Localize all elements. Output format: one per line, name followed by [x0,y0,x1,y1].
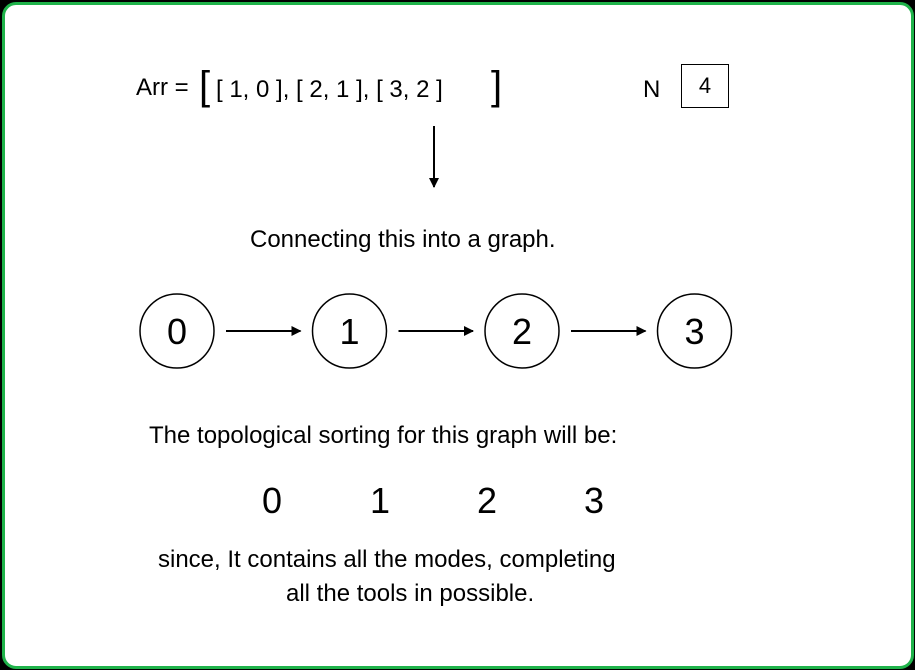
graph-caption: Connecting this into a graph. [250,226,556,253]
graph-node-label: 1 [339,311,359,352]
topo-item: 1 [370,480,391,521]
arr-open-bracket: [ [199,64,211,108]
n-value: 4 [698,73,712,98]
graph-layer: 0 1 2 3 [139,293,733,369]
topo-item: 3 [584,480,605,521]
arr-label: Arr = [136,74,189,101]
graph-node-0 [139,293,215,369]
explanation-line-2: all the tools in possible. [286,580,535,607]
arr-close-bracket: ] [491,64,503,108]
n-value-box: 4 [681,64,729,108]
graph-node-label: 2 [512,311,532,352]
graph-node-label: 0 [167,311,187,352]
topo-heading: The topological sorting for this graph w… [149,422,618,449]
graph-node-3 [656,293,733,369]
topo-item: 2 [477,480,498,521]
explanation-line-1: since, It contains all the modes, comple… [158,546,616,573]
topo-item: 0 [262,480,283,521]
arr-content: [ 1, 0 ], [ 2, 1 ], [ 3, 2 ] [216,76,443,103]
n-label: N [643,76,661,103]
graph-node-1 [311,293,388,369]
graph-node-2 [484,293,560,369]
graph-node-label: 3 [684,311,704,352]
